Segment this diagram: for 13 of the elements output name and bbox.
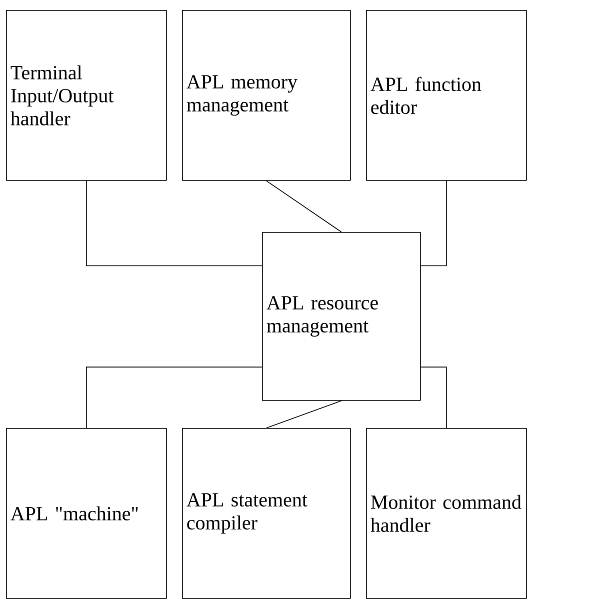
process-box: APL statement compiler [182,428,351,599]
process-box: Terminal Input/Output handler [6,10,167,181]
process-box: APL resource management [262,232,421,401]
connector-line [420,366,447,428]
connector-line [266,180,342,232]
process-box: APL memory management [182,10,351,181]
connector-line [86,366,262,428]
process-box: APL function editor [366,10,527,181]
connector-line [86,180,262,266]
process-box: APL "machine" [6,428,167,599]
process-box: Monitor command handler [366,428,527,599]
connector-line [266,400,342,428]
connector-line [420,180,447,266]
